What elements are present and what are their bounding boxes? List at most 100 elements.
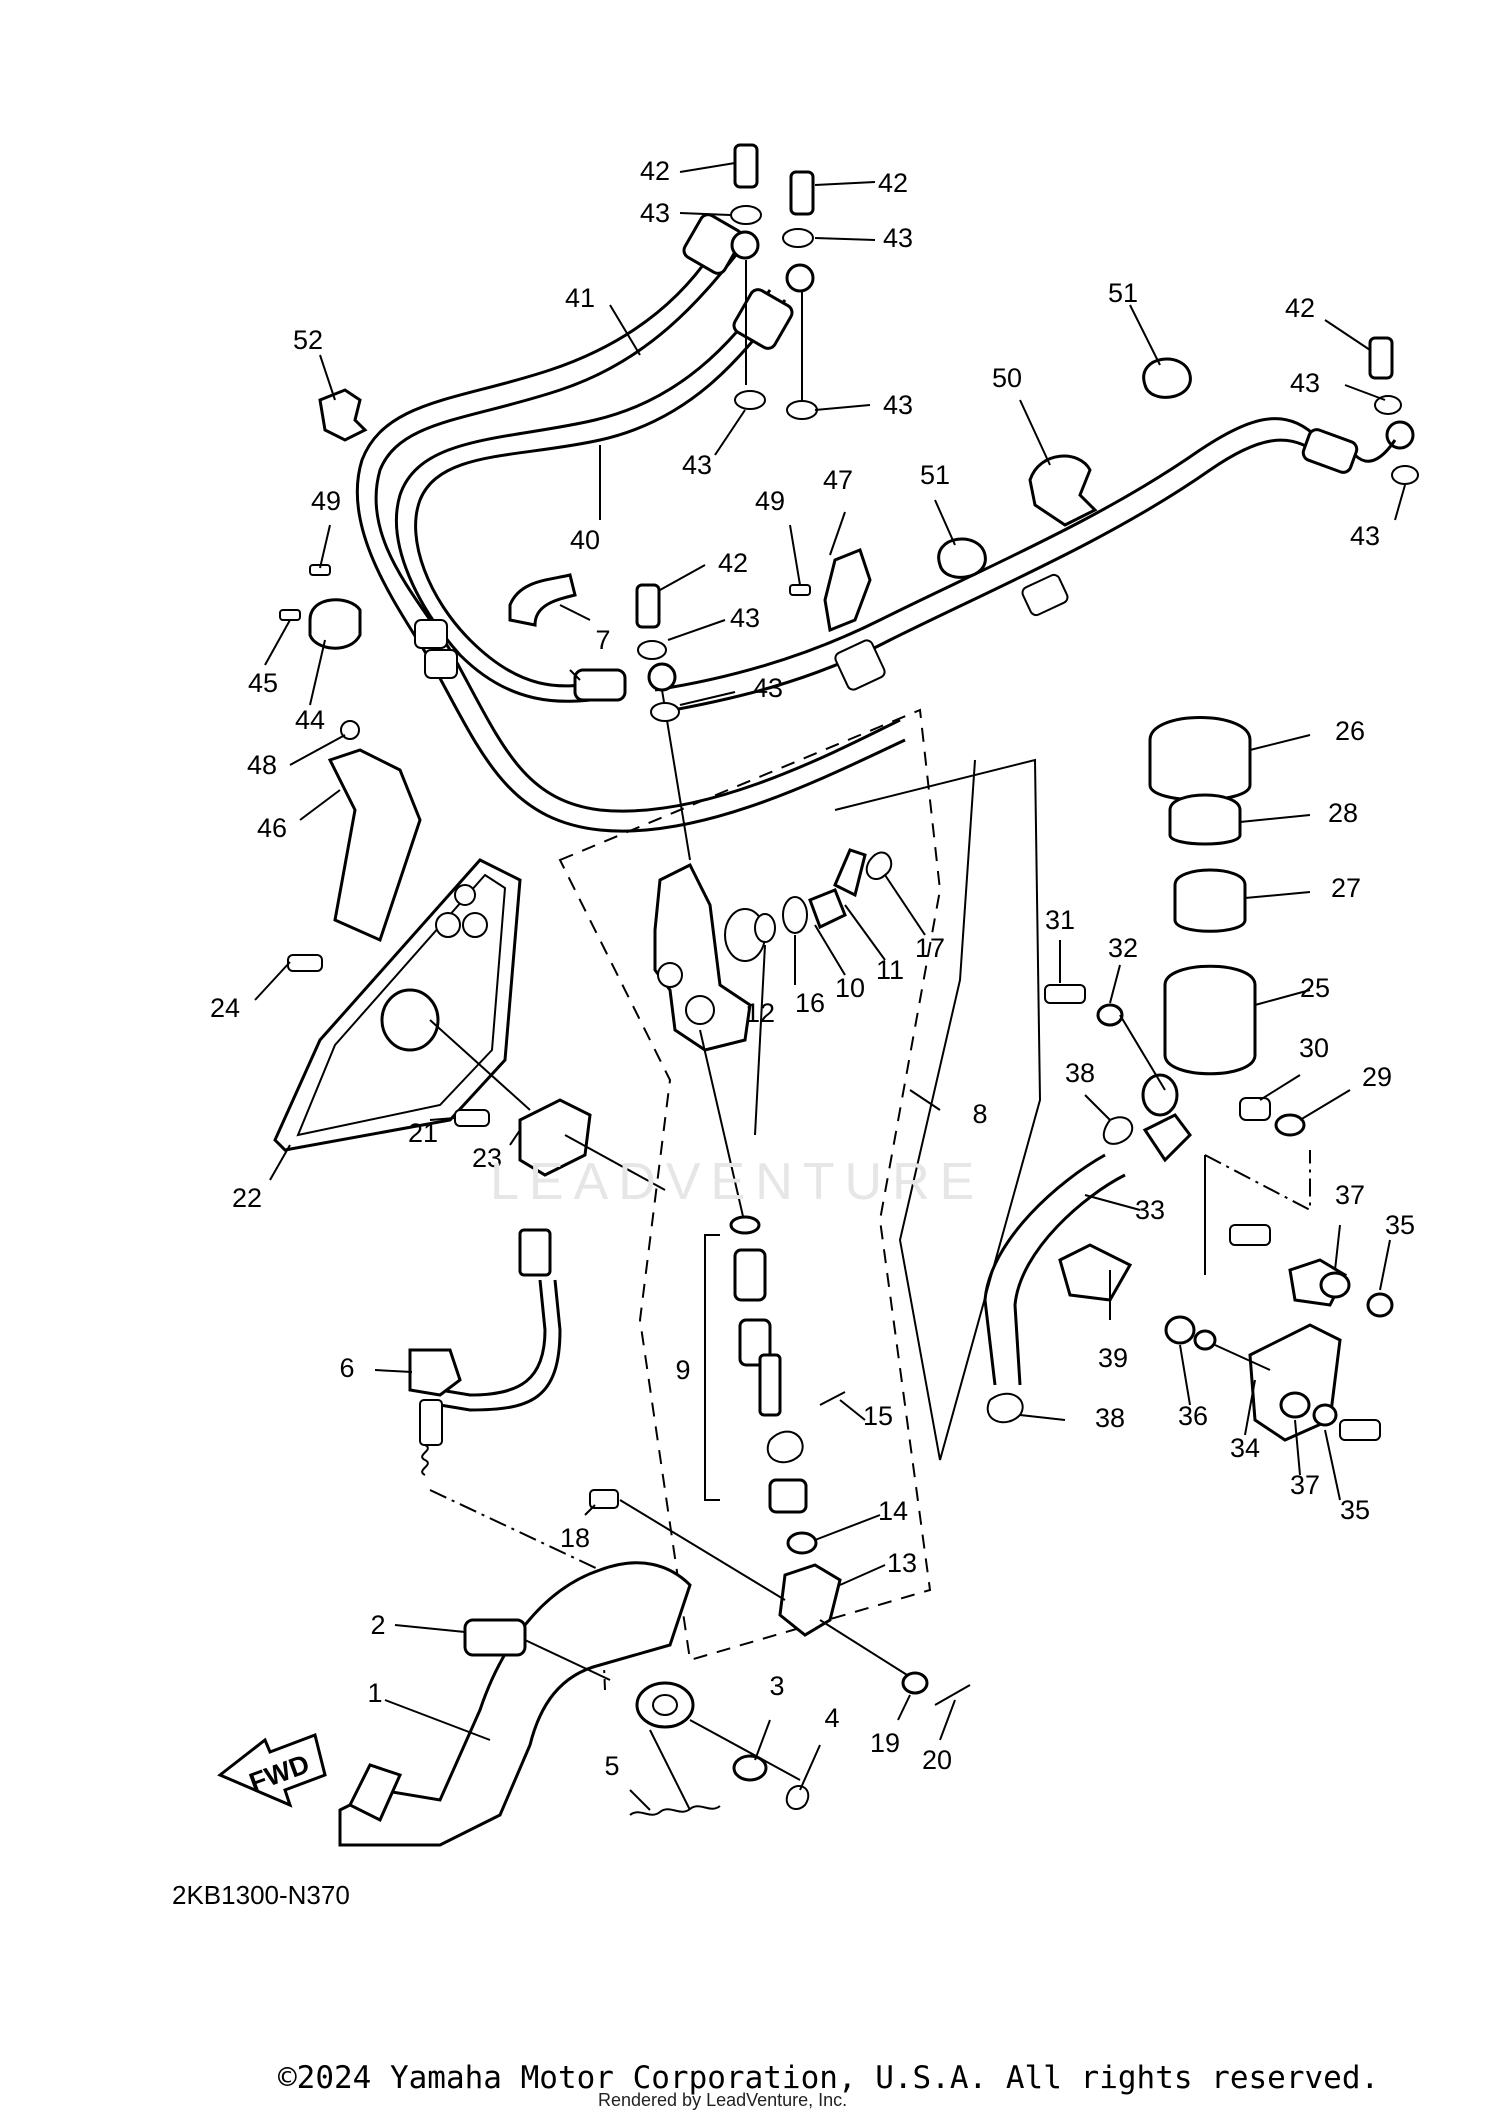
callout-15[interactable]: 15 — [863, 1401, 893, 1431]
screw-48 — [340, 720, 360, 740]
callout-14[interactable]: 14 — [878, 1496, 908, 1526]
callout-22[interactable]: 22 — [232, 1183, 262, 1213]
callout-27[interactable]: 27 — [1331, 873, 1361, 903]
callout-34[interactable]: 34 — [1230, 1433, 1260, 1463]
callout-51-a[interactable]: 51 — [920, 460, 950, 490]
callout-31[interactable]: 31 — [1045, 905, 1075, 935]
callout-1[interactable]: 1 — [367, 1678, 382, 1708]
callout-32[interactable]: 32 — [1108, 933, 1138, 963]
bolt-2 — [463, 1618, 527, 1657]
master-cylinder-kit — [704, 1215, 846, 1555]
holder-47 — [823, 548, 872, 633]
copper-washers — [637, 205, 1419, 722]
callout-28[interactable]: 28 — [1328, 798, 1358, 828]
callout-47[interactable]: 47 — [823, 465, 853, 495]
callout-43-a[interactable]: 43 — [640, 198, 670, 228]
callout-50[interactable]: 50 — [992, 363, 1022, 393]
callout-7[interactable]: 7 — [595, 625, 610, 655]
callout-39[interactable]: 39 — [1098, 1343, 1128, 1373]
clip-38 — [1102, 1116, 1134, 1145]
callout-20[interactable]: 20 — [922, 1745, 952, 1775]
callout-42-b[interactable]: 42 — [878, 168, 908, 198]
callout-6[interactable]: 6 — [339, 1353, 354, 1383]
callout-17[interactable]: 17 — [915, 933, 945, 963]
callout-8[interactable]: 8 — [972, 1099, 987, 1129]
callout-3[interactable]: 3 — [769, 1671, 784, 1701]
callout-40[interactable]: 40 — [570, 525, 600, 555]
callout-11[interactable]: 11 — [876, 955, 904, 985]
clamp-51 — [937, 537, 987, 579]
hose-coupler — [414, 619, 448, 649]
callout-51-b[interactable]: 51 — [1108, 278, 1138, 308]
callout-21[interactable]: 21 — [408, 1118, 438, 1148]
callout-43-h[interactable]: 43 — [753, 673, 783, 703]
cotter-pin-4 — [785, 1785, 810, 1810]
callout-38-a[interactable]: 38 — [1065, 1058, 1095, 1088]
callout-23[interactable]: 23 — [472, 1143, 502, 1173]
callout-42-d[interactable]: 42 — [718, 548, 748, 578]
callout-43-c[interactable]: 43 — [883, 390, 913, 420]
callout-42-c[interactable]: 42 — [1285, 293, 1315, 323]
callout-13[interactable]: 13 — [887, 1548, 917, 1578]
washer-19 — [901, 1671, 929, 1695]
callout-35-b[interactable]: 35 — [1340, 1495, 1370, 1525]
callout-29[interactable]: 29 — [1362, 1062, 1392, 1092]
hose-fitting — [732, 288, 794, 350]
brake-hoses — [355, 213, 1415, 833]
callout-49-a[interactable]: 49 — [311, 486, 341, 516]
bolt-24 — [287, 954, 323, 972]
callout-2[interactable]: 2 — [370, 1610, 385, 1640]
hose-fitting — [1301, 428, 1359, 474]
callout-19[interactable]: 19 — [870, 1728, 900, 1758]
callout-37-a[interactable]: 37 — [1335, 1180, 1365, 1210]
callout-5[interactable]: 5 — [604, 1751, 619, 1781]
rendered-by-credit: Rendered by LeadVenture, Inc. — [598, 2090, 848, 2110]
hose-coupler — [834, 639, 886, 691]
union-bolts — [635, 143, 1394, 861]
callout-26[interactable]: 26 — [1335, 716, 1365, 746]
damper-37 — [1279, 1391, 1311, 1419]
callout-33[interactable]: 33 — [1135, 1195, 1165, 1225]
callout-25[interactable]: 25 — [1300, 973, 1330, 1003]
callout-37-b[interactable]: 37 — [1290, 1470, 1320, 1500]
reservoir-tank-25 — [1163, 964, 1257, 1076]
callout-38-b[interactable]: 38 — [1095, 1403, 1125, 1433]
callout-18[interactable]: 18 — [560, 1523, 590, 1553]
callout-43-f[interactable]: 43 — [1350, 521, 1380, 551]
o-ring-12 — [754, 913, 776, 943]
hose-guide-46 — [327, 748, 422, 943]
callout-12[interactable]: 12 — [745, 998, 775, 1028]
callout-48[interactable]: 48 — [247, 750, 277, 780]
hose-holder-7 — [508, 573, 577, 627]
hose-fitting — [682, 213, 744, 275]
callout-30[interactable]: 30 — [1299, 1033, 1329, 1063]
pin-18 — [589, 1489, 619, 1509]
callout-52[interactable]: 52 — [293, 325, 323, 355]
callout-45[interactable]: 45 — [248, 668, 278, 698]
grommet-30 — [1239, 1097, 1271, 1121]
callout-44[interactable]: 44 — [295, 705, 325, 735]
callout-46[interactable]: 46 — [257, 813, 287, 843]
switch-spring — [421, 1444, 429, 1476]
callout-36[interactable]: 36 — [1178, 1401, 1208, 1431]
callout-4[interactable]: 4 — [824, 1703, 839, 1733]
bolt-31 — [1044, 984, 1086, 1004]
callout-43-g[interactable]: 43 — [730, 603, 760, 633]
hose-fitting — [573, 668, 627, 702]
callout-49-b[interactable]: 49 — [755, 486, 785, 516]
callout-10[interactable]: 10 — [835, 973, 865, 1003]
master-cylinder — [558, 708, 1042, 1706]
callout-42-a[interactable]: 42 — [640, 156, 670, 186]
washer-32 — [1096, 1003, 1124, 1027]
callout-35-a[interactable]: 35 — [1385, 1210, 1415, 1240]
callout-24[interactable]: 24 — [210, 993, 240, 1023]
callout-9[interactable]: 9 — [675, 1355, 690, 1385]
callout-43-e[interactable]: 43 — [1290, 368, 1320, 398]
callout-16[interactable]: 16 — [795, 988, 825, 1018]
bracket-23 — [518, 1098, 592, 1177]
nut-36 — [1164, 1315, 1196, 1345]
callout-41[interactable]: 41 — [565, 283, 595, 313]
callout-43-b[interactable]: 43 — [883, 223, 913, 253]
callout-43-d[interactable]: 43 — [682, 450, 712, 480]
